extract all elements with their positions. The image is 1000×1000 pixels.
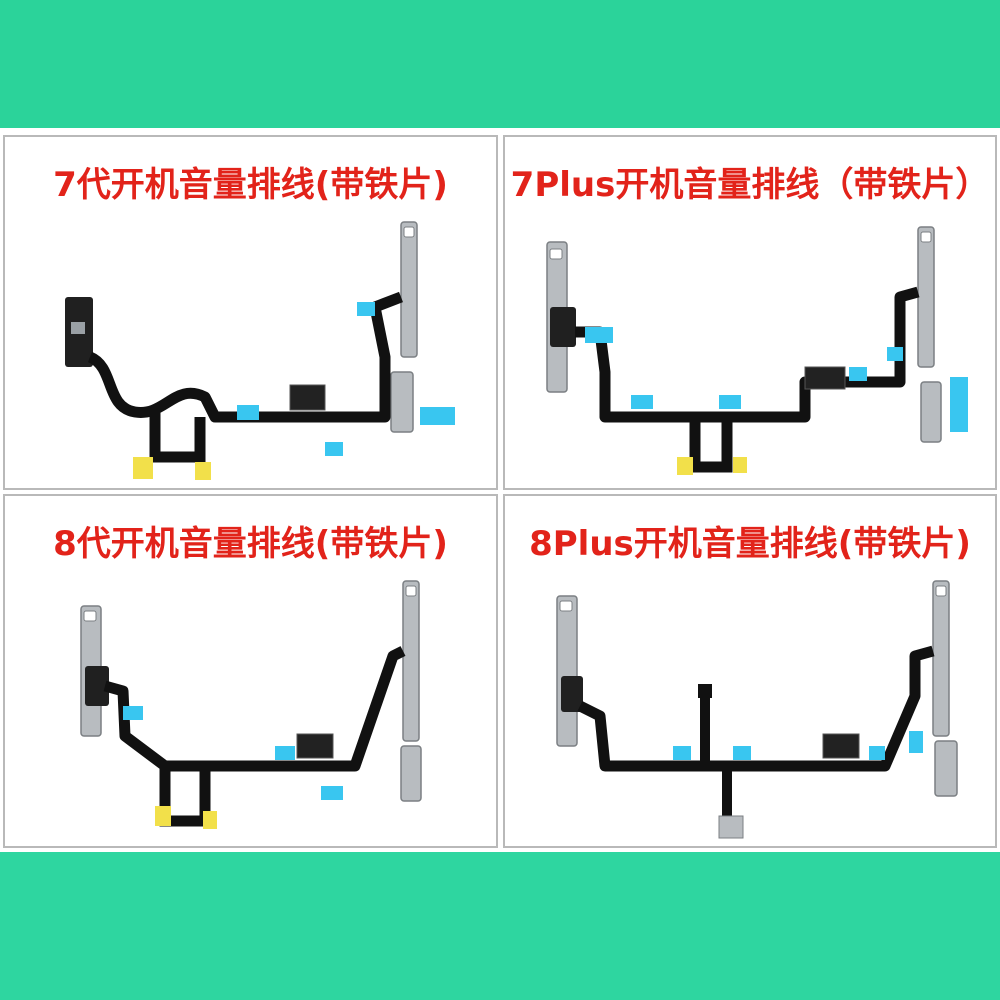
flex-cable-8-image (80, 580, 422, 829)
bottom-green-band (0, 852, 1000, 1000)
panel-title: 8代开机音量排线(带铁片) (53, 524, 448, 564)
flex-cable-7-image (65, 221, 455, 480)
panel-iphone7-plus: 7Plus开机音量排线（带铁片） (503, 135, 997, 490)
panel-title: 8Plus开机音量排线(带铁片) (529, 524, 971, 564)
flex-cable-7plus-image (546, 226, 968, 475)
panel-iphone8-plus: 8Plus开机音量排线(带铁片) (503, 494, 997, 848)
panel-title: 7Plus开机音量排线（带铁片） (510, 165, 990, 205)
flex-cable-8plus-image (556, 580, 958, 839)
panel-iphone7: 7代开机音量排线(带铁片) (3, 135, 498, 490)
panel-title: 7代开机音量排线(带铁片) (53, 165, 448, 205)
top-green-band (0, 0, 1000, 128)
panel-iphone8: 8代开机音量排线(带铁片) (3, 494, 498, 848)
